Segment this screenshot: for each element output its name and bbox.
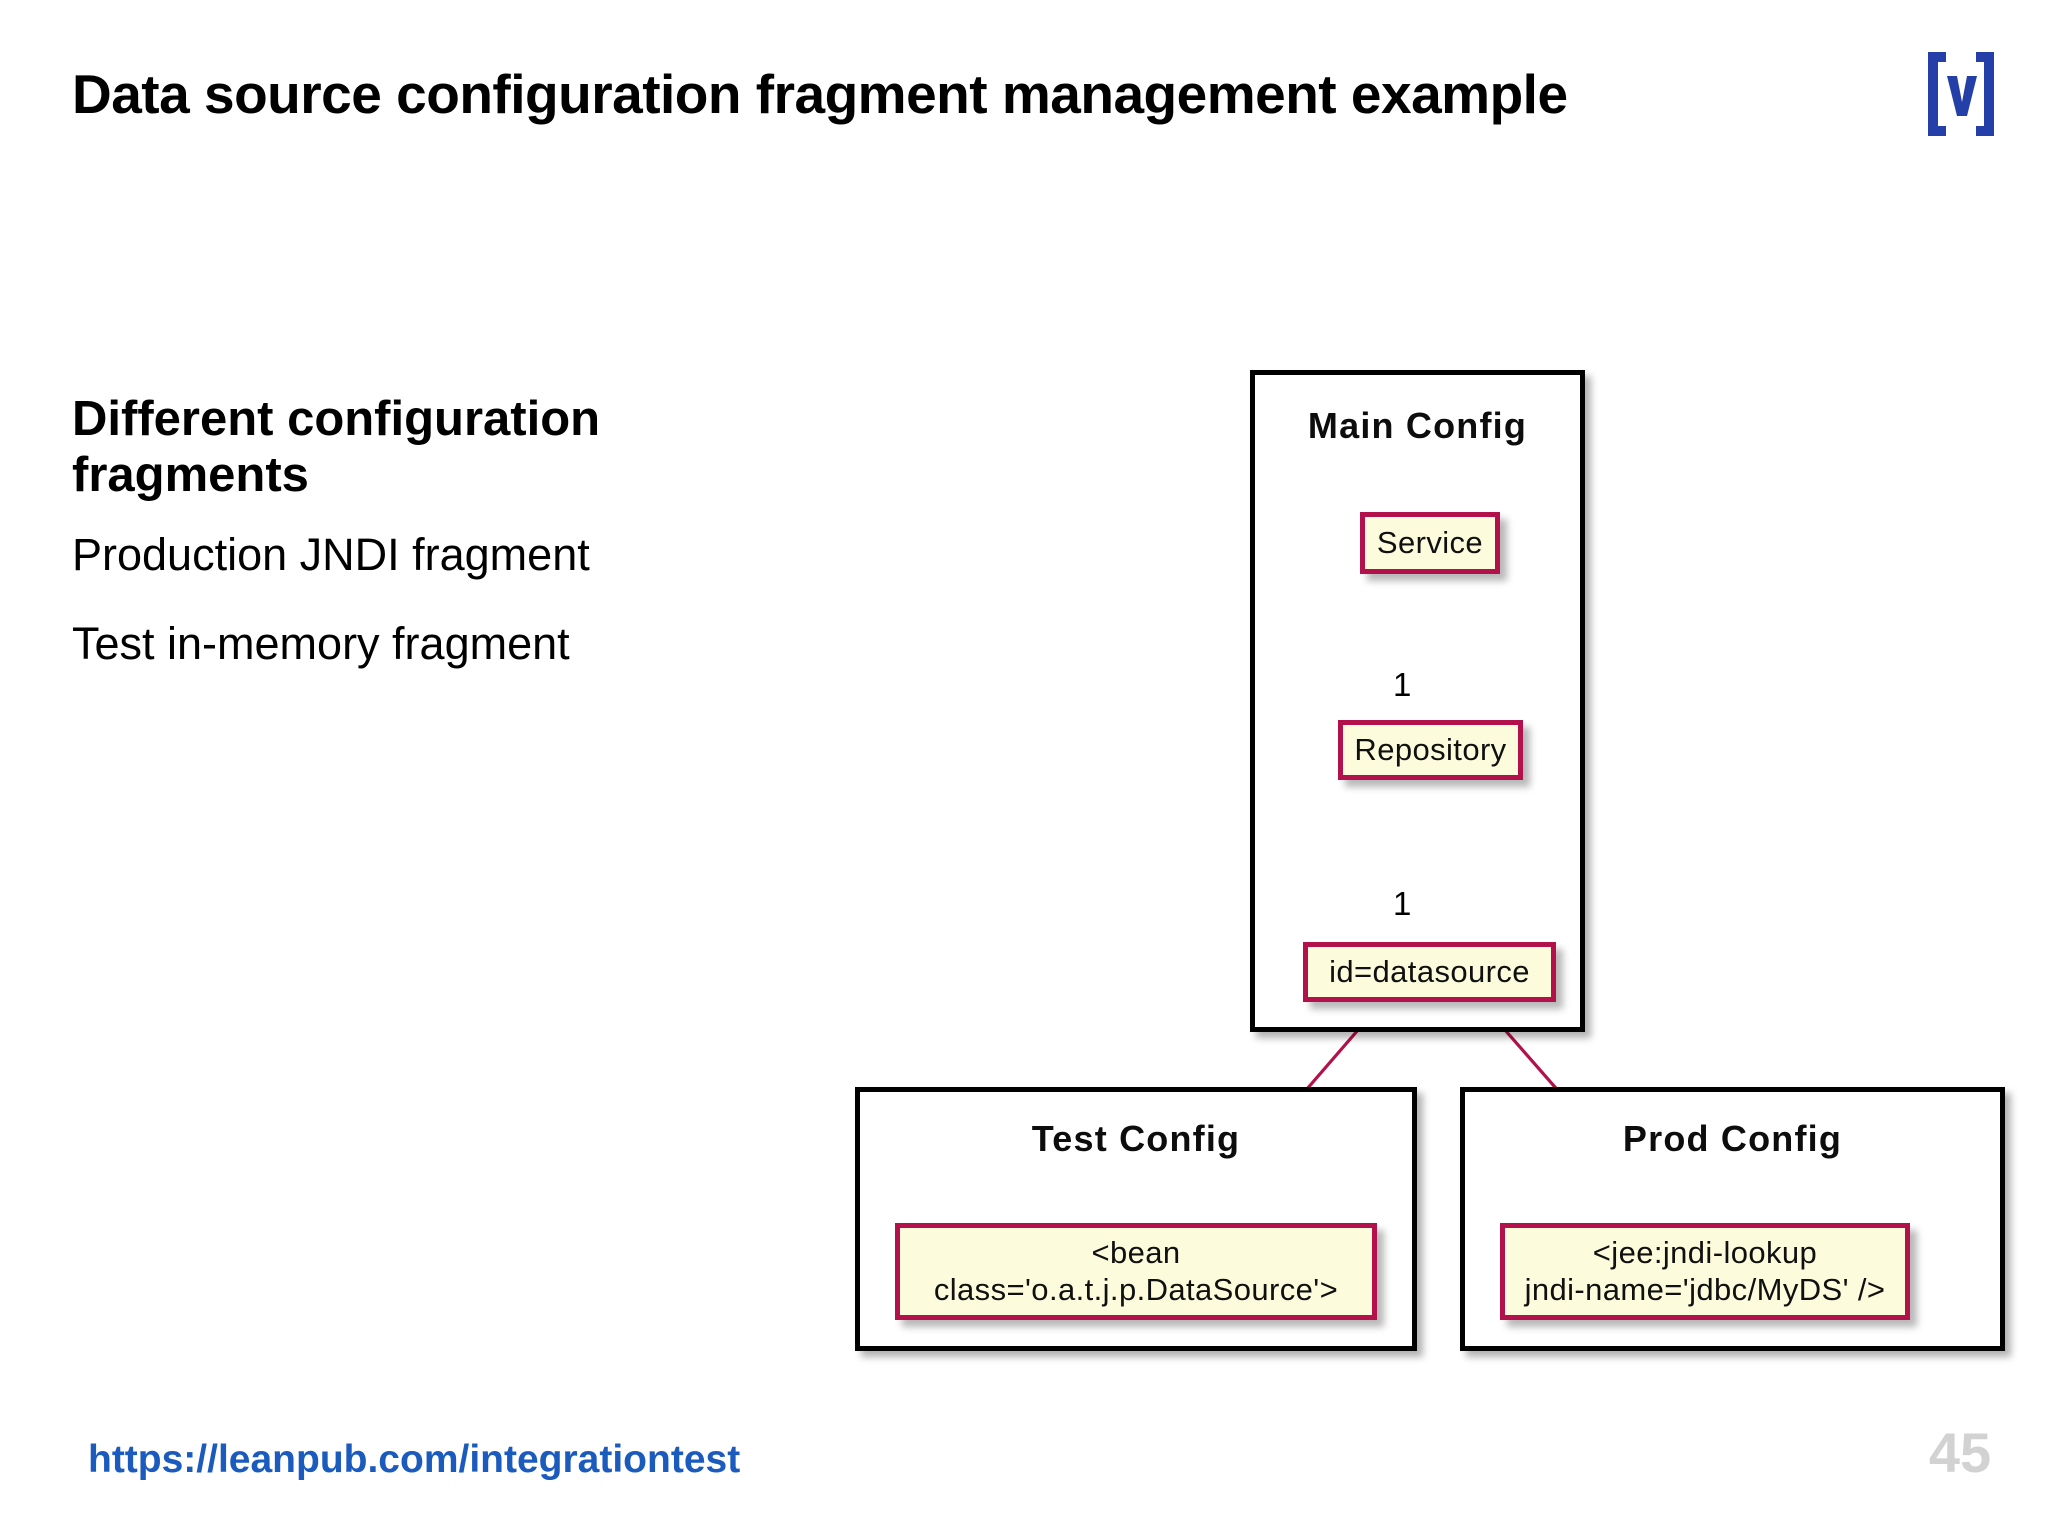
node-prod-jndi-line1: <jee:jndi-lookup xyxy=(1592,1234,1818,1270)
body-heading: Different configuration fragments xyxy=(72,392,601,502)
node-repository[interactable]: Repository xyxy=(1338,720,1523,780)
package-main-config[interactable]: Main Config xyxy=(1250,370,1585,1032)
node-prod-jndi-line2: jndi-name='jdbc/MyDS' /> xyxy=(1524,1271,1886,1307)
multiplicity-label-repository-datasource: 1 xyxy=(1393,885,1412,922)
brand-v-brackets-icon xyxy=(1916,44,2006,144)
node-test-bean-line1: <bean xyxy=(1091,1234,1181,1270)
package-title-test-config: Test Config xyxy=(1031,1118,1241,1159)
node-test-bean[interactable]: <bean class='o.a.t.j.p.DataSource'> xyxy=(895,1223,1377,1320)
page-title: Data source configuration fragment manag… xyxy=(72,63,1568,125)
footer-url-link[interactable]: https://leanpub.com/integrationtest xyxy=(88,1438,741,1481)
package-title-prod-config: Prod Config xyxy=(1622,1118,1843,1159)
page-number: 45 xyxy=(1928,1421,1992,1484)
body-text-block: Different configuration fragments Produc… xyxy=(72,392,772,710)
node-test-bean-line2: class='o.a.t.j.p.DataSource'> xyxy=(933,1271,1339,1307)
uml-diagram: Main Config Service 1 Repository 1 id=da… xyxy=(840,370,2020,1380)
body-line-test-in-memory: Test in-memory fragment xyxy=(72,617,570,669)
package-title-main-config: Main Config xyxy=(1307,405,1528,446)
node-service[interactable]: Service xyxy=(1360,512,1500,574)
node-prod-jndi[interactable]: <jee:jndi-lookup jndi-name='jdbc/MyDS' /… xyxy=(1500,1223,1910,1320)
multiplicity-label-service-repository: 1 xyxy=(1393,666,1412,703)
node-datasource[interactable]: id=datasource xyxy=(1303,942,1556,1002)
body-line-production-jndi: Production JNDI fragment xyxy=(72,528,590,580)
